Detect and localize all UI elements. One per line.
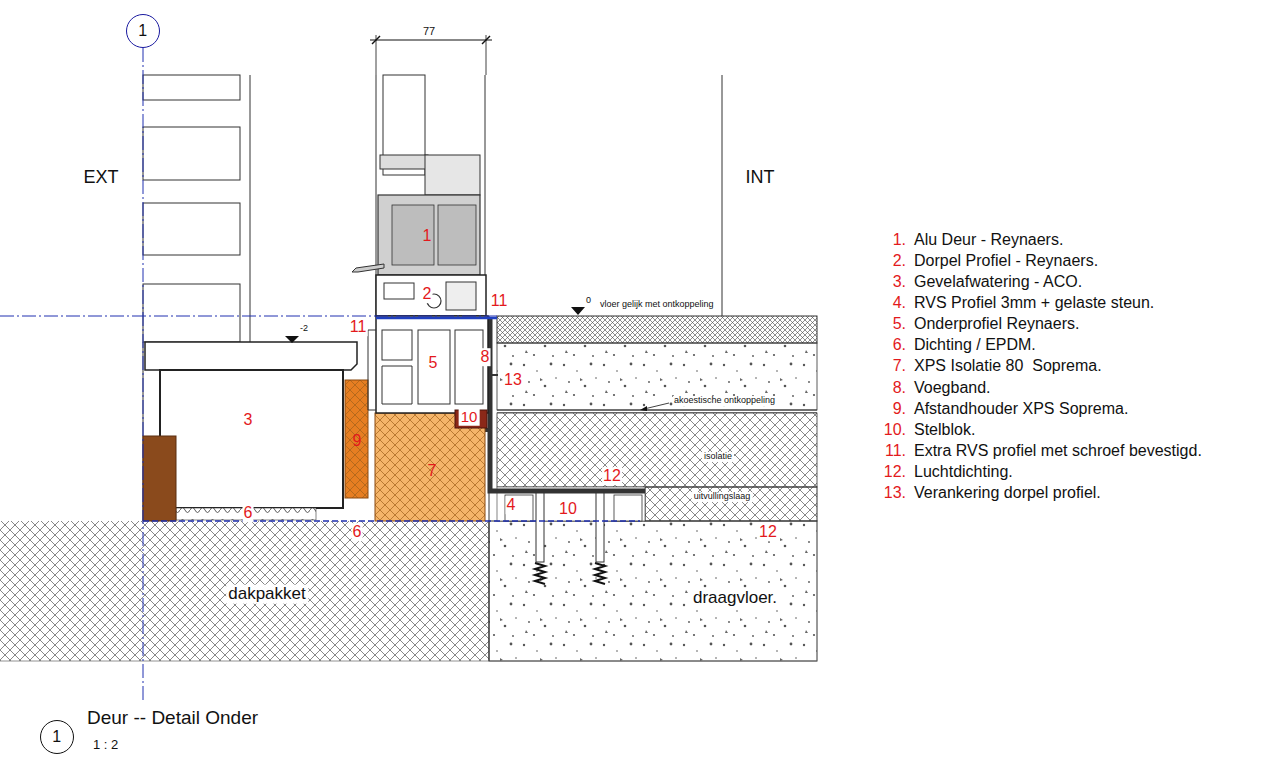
legend-text: Afstandhouder XPS Soprema. xyxy=(914,400,1128,418)
setting-block: 10 xyxy=(455,410,487,428)
node-text: uitvullingslaag xyxy=(692,492,753,502)
node-text: 9 xyxy=(353,432,362,450)
node-text: draagvloer. xyxy=(691,589,779,608)
legend-number: 5. xyxy=(893,316,906,334)
callout-number: 6 xyxy=(243,504,254,522)
view-bubble: 1 xyxy=(40,720,74,754)
side-label: EXT xyxy=(83,168,118,188)
callout-number: 11 xyxy=(490,292,509,310)
spacer-block: 9 xyxy=(345,380,368,498)
legend-number: 12. xyxy=(884,463,906,481)
legend-text: Stelblok. xyxy=(914,421,975,439)
legend-number: 9. xyxy=(893,400,906,418)
legend-text: Extra RVS profiel met schroef bevestigd. xyxy=(914,442,1202,460)
legend-text: Luchtdichting. xyxy=(914,463,1013,481)
structural-floor: draagvloer. xyxy=(489,521,817,661)
xps-insulation: 7 xyxy=(375,413,485,521)
level-mark: 0 xyxy=(586,296,591,306)
note: vloer gelijk met ontkoppeling xyxy=(600,300,714,310)
insulation-layer: isolatie xyxy=(497,413,817,487)
legend-text: Verankering dorpel profiel. xyxy=(914,484,1101,502)
node-text: 5 xyxy=(429,354,438,372)
callout-number: 13 xyxy=(503,371,523,389)
scale: 1 : 2 xyxy=(93,738,118,752)
note: akoestische ontkoppeling xyxy=(673,396,776,406)
node-text: 10 xyxy=(459,409,480,426)
legend-number: 6. xyxy=(893,337,906,355)
legend-text: Dorpel Profiel - Reynaers. xyxy=(914,252,1098,270)
callout-number: 8 xyxy=(480,348,491,366)
drain-channel: 3 xyxy=(160,370,343,508)
grid-bubble: 1 xyxy=(126,14,160,48)
legend-number: 13. xyxy=(884,484,906,502)
level-mark: -2 xyxy=(300,324,308,334)
legend-text: XPS Isolatie 80 Soprema. xyxy=(914,358,1102,376)
legend-number: 10. xyxy=(884,421,906,439)
legend-number: 1. xyxy=(893,231,906,249)
callout-number: 11 xyxy=(349,318,368,336)
node-text: 1 xyxy=(138,22,147,40)
legend-text: Dichting / EPDM. xyxy=(914,337,1036,355)
legend-number: 11. xyxy=(885,442,906,460)
node-text: 7 xyxy=(428,462,437,480)
node-text: 1 xyxy=(423,227,432,245)
legend-number: 2. xyxy=(893,252,906,270)
legend-text: RVS Profiel 3mm + gelaste steun. xyxy=(914,294,1154,312)
door-profile: 1 xyxy=(378,195,480,275)
node-text: dakpakket xyxy=(226,585,308,604)
legend-number: 7. xyxy=(893,358,906,376)
dimension: 77 xyxy=(423,25,435,37)
callout-number: 2 xyxy=(422,285,433,303)
callout-number: 4 xyxy=(506,496,517,514)
callout-number: 12 xyxy=(602,467,622,485)
node-text: 1 xyxy=(52,728,61,746)
levelling-layer: uitvullingslaag xyxy=(645,487,817,521)
roof-build-up: dakpakket xyxy=(0,521,489,661)
callout-number: 10 xyxy=(558,500,578,518)
legend-text: Voegband. xyxy=(914,379,991,397)
legend-number: 4. xyxy=(893,294,906,312)
node-text: isolatie xyxy=(702,452,734,462)
side-label: INT xyxy=(746,168,775,188)
drawing-title: Deur -- Detail Onder xyxy=(87,708,258,729)
legend-text: Alu Deur - Reynaers. xyxy=(914,231,1063,249)
callout-number: 6 xyxy=(352,523,363,541)
sub-profile: 5 xyxy=(376,316,488,413)
legend-text: Gevelafwatering - ACO. xyxy=(914,273,1082,291)
legend-number: 8. xyxy=(893,379,906,397)
node-text: 3 xyxy=(244,411,253,429)
legend-number: 3. xyxy=(893,273,906,291)
callout-number: 12 xyxy=(758,523,778,541)
legend-text: Onderprofiel Reynaers. xyxy=(914,316,1079,334)
